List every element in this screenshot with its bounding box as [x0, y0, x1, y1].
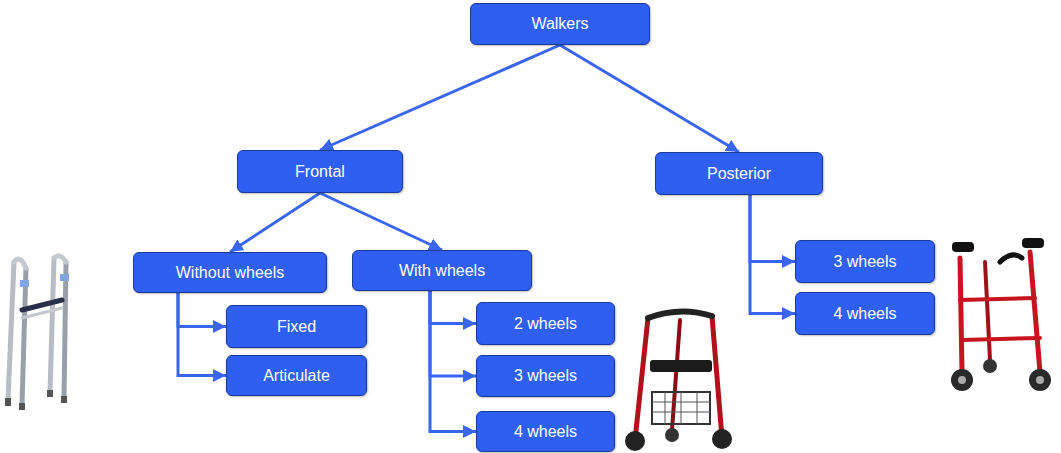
- hierarchy-arrow: [430, 291, 476, 324]
- box-label: With wheels: [399, 261, 485, 280]
- box-label: Fixed: [277, 317, 316, 336]
- box-label: 4 wheels: [514, 422, 577, 441]
- category-box: 3 wheels: [476, 355, 615, 397]
- box-label: Frontal: [295, 162, 345, 181]
- category-box: Walkers: [470, 3, 650, 45]
- hierarchy-arrow: [178, 293, 226, 376]
- box-label: 3 wheels: [833, 252, 896, 271]
- hierarchy-arrow: [750, 195, 795, 314]
- category-box: 3 wheels: [795, 240, 935, 283]
- hierarchy-arrow: [430, 291, 476, 432]
- category-box: 2 wheels: [476, 302, 615, 345]
- category-box: Articulate: [226, 355, 367, 396]
- box-label: 3 wheels: [514, 366, 577, 385]
- hierarchy-arrow: [230, 193, 320, 252]
- category-box: Frontal: [237, 150, 403, 193]
- box-label: 2 wheels: [514, 314, 577, 333]
- hierarchy-arrow: [430, 291, 476, 376]
- box-label: Articulate: [263, 366, 330, 385]
- category-box: Posterior: [655, 152, 823, 195]
- posterior-walker-illustration: [951, 238, 1051, 391]
- hierarchy-arrow: [178, 293, 226, 327]
- hierarchy-arrow: [750, 195, 795, 262]
- category-box: Without wheels: [133, 252, 327, 293]
- hierarchy-arrow: [320, 45, 560, 150]
- category-box: 4 wheels: [476, 411, 615, 452]
- box-label: Walkers: [531, 14, 588, 33]
- box-label: 4 wheels: [833, 304, 896, 323]
- category-box: Fixed: [226, 305, 367, 348]
- box-label: Without wheels: [176, 263, 285, 282]
- frame-walker-illustration: [5, 256, 69, 410]
- hierarchy-arrow: [560, 45, 739, 152]
- hierarchy-arrow: [320, 193, 442, 250]
- rollator-illustration: [625, 311, 732, 451]
- box-label: Posterior: [707, 164, 771, 183]
- category-box: 4 wheels: [795, 292, 935, 335]
- category-box: With wheels: [352, 250, 532, 291]
